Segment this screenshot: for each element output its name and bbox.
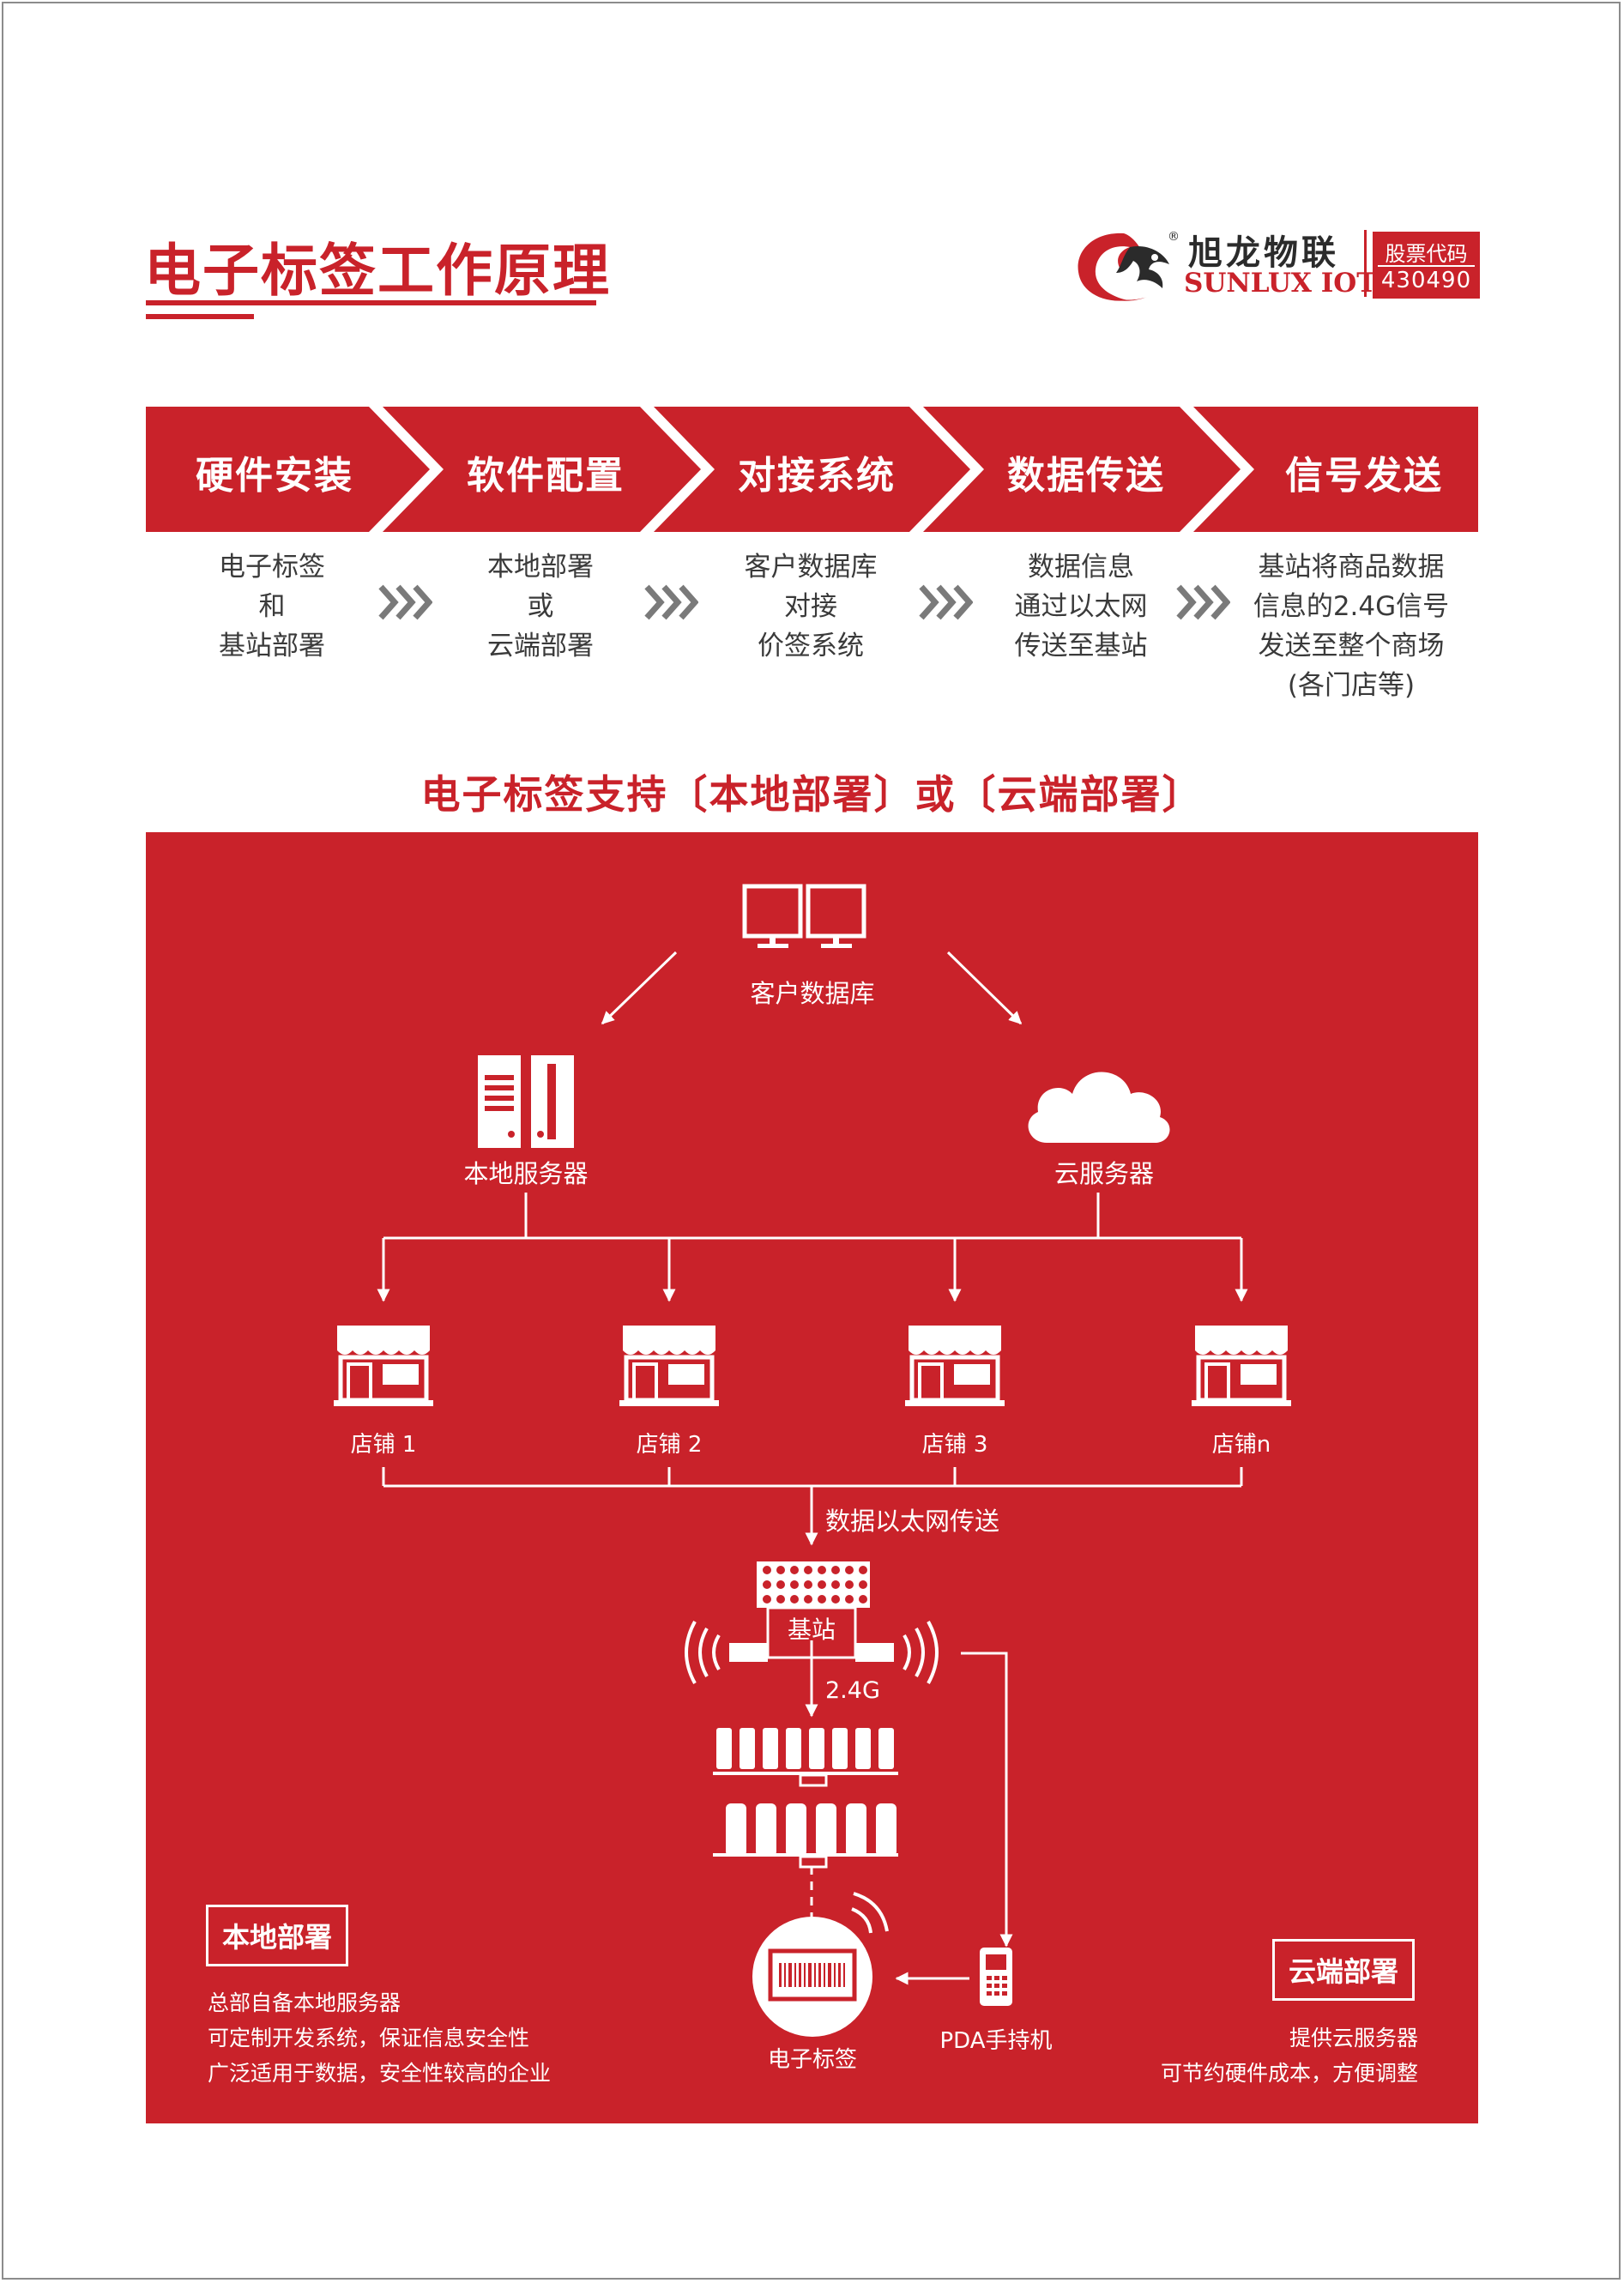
triple-chevron-icon bbox=[1176, 584, 1230, 620]
esl-label: 电子标签 bbox=[767, 2047, 857, 2073]
local-deploy-notes: 总部自备本地服务器 可定制开发系统，保证信息安全性 广泛适用于数据，安全性较高的… bbox=[208, 1985, 551, 2091]
step-chevron-bar bbox=[146, 407, 1478, 532]
esl-tag-icon bbox=[768, 1948, 857, 2002]
page-title: 电子标签工作原理 bbox=[144, 238, 611, 304]
cloud-server-label: 云服务器 bbox=[1053, 1159, 1154, 1188]
cloud-note-line: 提供云服务器 bbox=[1289, 2026, 1418, 2050]
cloud-icon bbox=[1028, 1072, 1170, 1143]
frequency-label: 2.4G bbox=[825, 1677, 880, 1704]
deployment-diagram: 客户数据库 本地服务器 云服务器 店铺 1 店铺 2 店铺 3 店铺n 数据以太… bbox=[146, 832, 1478, 2123]
step-4-desc-line: 传送至基站 bbox=[1014, 631, 1148, 661]
local-server-label: 本地服务器 bbox=[463, 1159, 589, 1188]
step-2-desc-line: 本地部署 bbox=[487, 552, 594, 583]
stock-code-value: 430490 bbox=[1380, 268, 1472, 293]
step-4-desc-line: 数据信息 bbox=[1028, 552, 1134, 583]
step-3-desc-line: 客户数据库 bbox=[744, 552, 878, 583]
ethernet-label: 数据以太网传送 bbox=[825, 1507, 1000, 1536]
title-underline bbox=[146, 300, 596, 305]
logo-divider bbox=[1364, 230, 1367, 297]
diagram-graphics bbox=[334, 884, 1478, 2037]
step-1-desc-line: 电子标签 bbox=[219, 552, 325, 583]
local-note-line: 广泛适用于数据，安全性较高的企业 bbox=[208, 2061, 552, 2086]
base-station-label: 基站 bbox=[787, 1616, 836, 1644]
step-5-desc-line: (各门店等) bbox=[1287, 670, 1416, 701]
esl-circle bbox=[752, 1917, 872, 2037]
base-station-icon bbox=[729, 1561, 894, 1662]
local-deploy-title: 本地部署 bbox=[206, 1905, 349, 1966]
step-1-desc-line: 和 bbox=[258, 591, 286, 622]
step-3-desc-line: 价签系统 bbox=[758, 631, 864, 661]
step-1-label: 硬件安装 bbox=[196, 454, 353, 498]
svg-text:®: ® bbox=[1168, 230, 1180, 244]
local-note-line: 可定制开发系统，保证信息安全性 bbox=[208, 2026, 530, 2050]
triple-chevron-icon bbox=[378, 584, 432, 620]
step-2-desc-line: 云端部署 bbox=[487, 631, 594, 661]
signal-waves-icon bbox=[685, 1621, 939, 1684]
step-5-description: 基站将商品数据 信息的2.4G信号 发送至整个商场 (各门店等) bbox=[1240, 547, 1463, 705]
monitor-icon bbox=[742, 884, 866, 948]
step-5-label: 信号发送 bbox=[1285, 454, 1443, 498]
esl-signal-icon bbox=[851, 1892, 889, 1934]
company-logo: ® 旭龙物联 SUNLUX IOT 股票代码 430490 bbox=[1068, 225, 1480, 311]
store-label: 店铺 2 bbox=[636, 1432, 703, 1458]
step-5-desc-line: 基站将商品数据 bbox=[1258, 552, 1445, 583]
step-4-desc-line: 通过以太网 bbox=[1014, 591, 1148, 622]
cloud-deploy-notes: 提供云服务器 可节约硬件成本，方便调整 bbox=[1161, 2020, 1418, 2091]
triple-chevron-icon bbox=[644, 584, 698, 620]
server-icon bbox=[478, 1055, 574, 1148]
step-2-label: 软件配置 bbox=[467, 454, 625, 498]
title-underline-accent bbox=[146, 314, 254, 319]
process-steps: 硬件安装 软件配置 对接系统 数据传送 信号发送 bbox=[146, 407, 1478, 532]
step-5-desc-line: 信息的2.4G信号 bbox=[1253, 591, 1450, 622]
cloud-note-line: 可节约硬件成本，方便调整 bbox=[1160, 2061, 1418, 2086]
step-4-description: 数据信息 通过以太网 传送至基站 bbox=[969, 547, 1192, 666]
step-5-desc-line: 发送至整个商场 bbox=[1258, 631, 1445, 661]
store-label: 店铺 3 bbox=[921, 1432, 988, 1458]
step-4-label: 数据传送 bbox=[1007, 454, 1165, 498]
deployment-subtitle: 电子标签支持〔本地部署〕或〔云端部署〕 bbox=[420, 771, 1204, 818]
step-2-description: 本地部署 或 云端部署 bbox=[429, 547, 652, 666]
local-note-line: 总部自备本地服务器 bbox=[208, 1990, 401, 2015]
store-label: 店铺 1 bbox=[350, 1432, 417, 1458]
logo-chinese-name: 旭龙物联 bbox=[1188, 233, 1339, 273]
logo-english-name: SUNLUX IOT bbox=[1184, 268, 1377, 299]
stock-code-label: 股票代码 bbox=[1385, 242, 1468, 266]
cloud-deploy-title: 云端部署 bbox=[1272, 1939, 1416, 2001]
store-icon bbox=[334, 1326, 433, 1406]
triple-chevron-icon bbox=[919, 584, 973, 620]
store-label: 店铺n bbox=[1211, 1432, 1271, 1458]
step-3-desc-line: 对接 bbox=[784, 591, 837, 622]
step-3-description: 客户数据库 对接 价签系统 bbox=[699, 547, 922, 666]
step-3-label: 对接系统 bbox=[738, 454, 896, 498]
step-1-description: 电子标签 和 基站部署 bbox=[160, 547, 383, 666]
shelf-bottles-icon bbox=[713, 1728, 898, 1869]
stock-code-divider bbox=[1378, 265, 1475, 267]
database-label: 客户数据库 bbox=[750, 979, 875, 1008]
pda-label: PDA手持机 bbox=[939, 2028, 1053, 2054]
step-1-desc-line: 基站部署 bbox=[219, 631, 325, 661]
barcode-icon bbox=[779, 1963, 845, 1987]
dragon-logo-icon: ® bbox=[1078, 230, 1180, 301]
pda-icon bbox=[980, 1948, 1012, 2006]
step-2-desc-line: 或 bbox=[527, 591, 554, 622]
stock-code-badge: 股票代码 430490 bbox=[1373, 232, 1480, 299]
